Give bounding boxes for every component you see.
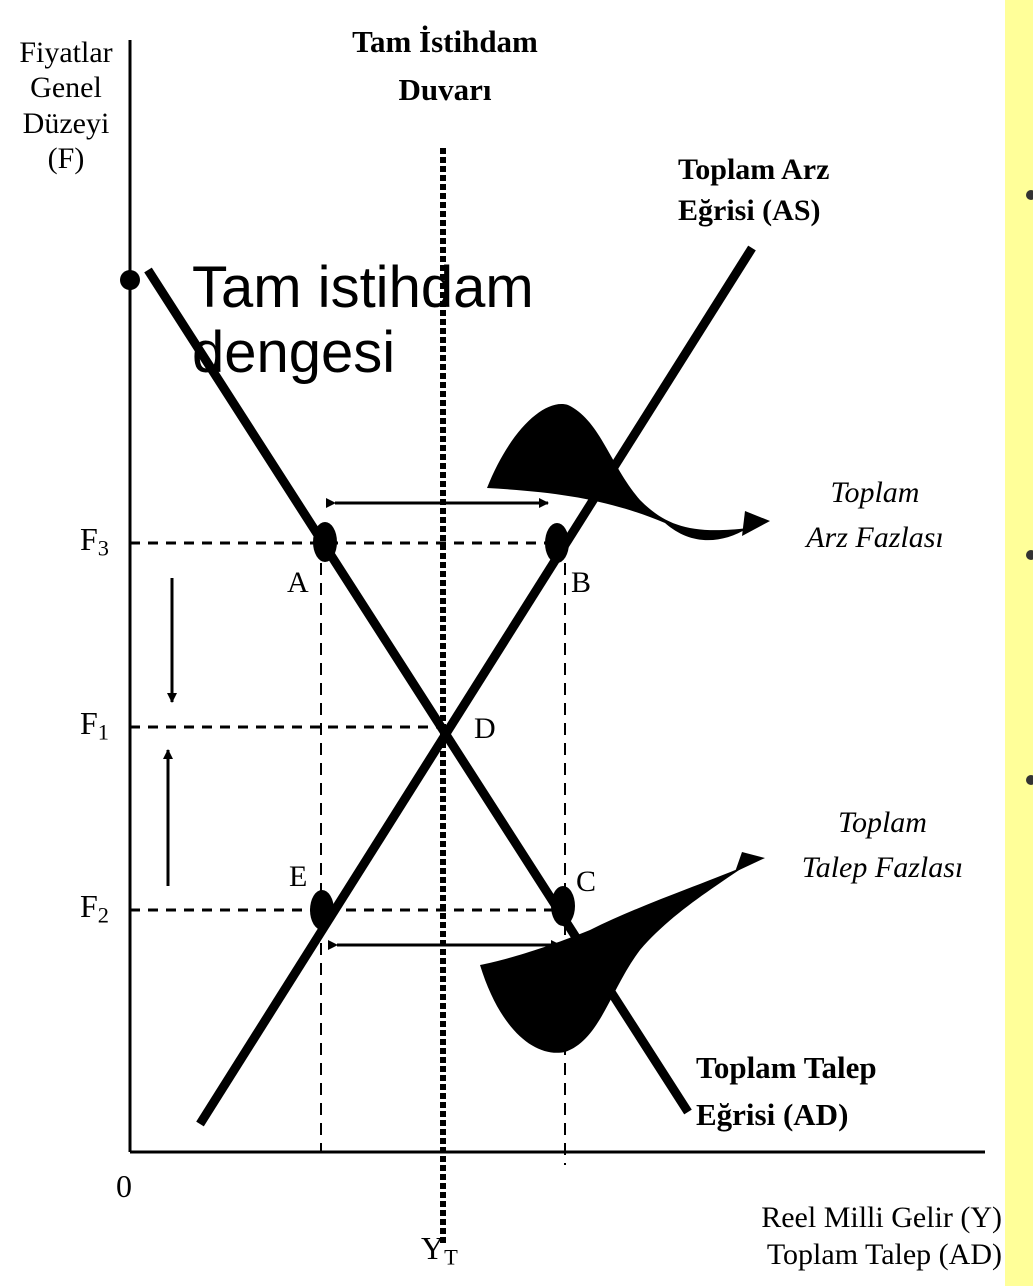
y-axis-label-line: (F) xyxy=(47,142,85,176)
bullet-dot xyxy=(1026,550,1033,560)
y-axis-label-line: Fiyatlar xyxy=(19,36,113,69)
origin-label: 0 xyxy=(116,1168,132,1204)
point-a-label: A xyxy=(287,566,309,599)
as-label-line: Eğrisi (AS) xyxy=(678,193,821,227)
excess-supply-label: Toplam Arz Fazlası xyxy=(770,470,980,560)
point-c-dot xyxy=(551,886,575,926)
ad-label-line: Eğrisi (AD) xyxy=(696,1096,849,1132)
x-axis-label-line: Reel Milli Gelir (Y) xyxy=(761,1201,1002,1234)
excess-demand-line: Talep Fazlası xyxy=(801,851,964,884)
wall-title-line: Duvarı xyxy=(398,72,492,108)
side-accent-strip xyxy=(1005,0,1033,1286)
full-employment-wall-title: Tam İstihdam Duvarı xyxy=(325,18,565,114)
full-employment-equilibrium-overlay: Tam istihdam dengesi xyxy=(192,255,534,386)
point-a-dot xyxy=(313,522,337,562)
excess-demand-line: Toplam xyxy=(838,806,927,839)
price-level-f2: F2 xyxy=(80,888,109,928)
y-axis-label-line: Genel xyxy=(30,71,102,105)
price-level-f1: F1 xyxy=(80,705,109,745)
excess-supply-line: Toplam xyxy=(830,476,920,509)
excess-demand-swoosh xyxy=(480,852,765,1053)
point-e-dot xyxy=(310,890,334,930)
excess-supply-line: Arz Fazlası xyxy=(806,521,944,554)
as-label-line: Toplam Arz xyxy=(678,153,830,186)
point-d-label: D xyxy=(474,712,496,745)
point-c-label: C xyxy=(576,865,597,898)
x-axis-label: Reel Milli Gelir (Y) Toplam Talep (AD) xyxy=(740,1200,1002,1273)
point-start-dot xyxy=(120,270,140,290)
y-axis-label: Fiyatlar Genel Düzeyi (F) xyxy=(10,35,122,177)
excess-supply-swoosh xyxy=(487,404,770,541)
point-b-label: B xyxy=(571,566,592,599)
x-axis-label-line: Toplam Talep (AD) xyxy=(766,1237,1002,1271)
bullet-dot xyxy=(1026,190,1033,200)
ad-label-line: Toplam Talep xyxy=(696,1050,877,1085)
y-axis-label-line: Düzeyi xyxy=(22,106,110,140)
as-curve-label: Toplam Arz Eğrisi (AS) xyxy=(678,150,829,231)
price-level-f3: F3 xyxy=(80,521,109,561)
ad-curve-label: Toplam Talep Eğrisi (AD) xyxy=(696,1045,877,1138)
wall-title-line: Tam İstihdam xyxy=(352,24,538,59)
overlay-line: dengesi xyxy=(192,319,396,385)
aggregate-supply-curve xyxy=(196,245,756,1127)
bullet-dot xyxy=(1026,775,1033,785)
excess-demand-label: Toplam Talep Fazlası xyxy=(765,800,1000,890)
overlay-line: Tam istihdam xyxy=(192,255,534,320)
point-e-label: E xyxy=(289,860,308,893)
point-b-dot xyxy=(545,523,569,563)
yt-tick-label: YT xyxy=(421,1230,458,1270)
